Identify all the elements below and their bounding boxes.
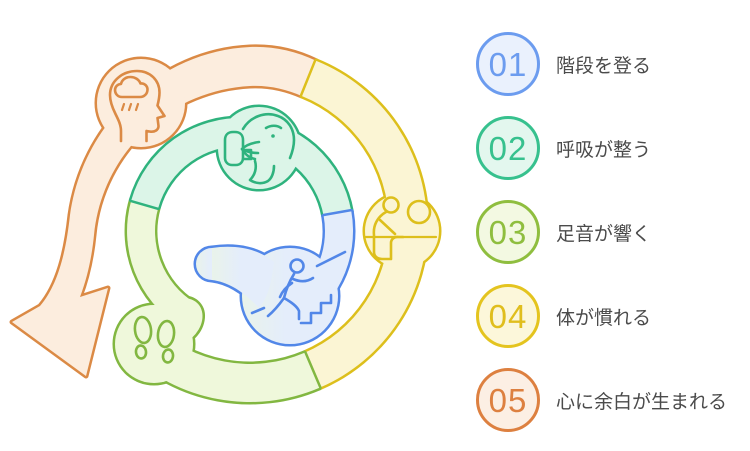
step-number-badge: 01 (476, 32, 540, 96)
stairs-climb-icon (250, 250, 347, 325)
step-number-badge: 02 (476, 116, 540, 180)
step-item-3: 03 足音が響く (476, 200, 727, 264)
step-label: 足音が響く (556, 223, 652, 245)
segment-orange-arrow (12, 47, 316, 376)
sitting-person-icon (364, 196, 438, 261)
step-number: 01 (488, 45, 528, 83)
cycle-diagram (0, 0, 460, 451)
segment-green (115, 200, 319, 402)
step-item-4: 04 体が慣れる (476, 284, 727, 348)
step-item-2: 02 呼吸が整う (476, 116, 727, 180)
breathing-face-icon (223, 112, 296, 185)
step-item-5: 05 心に余白が生まれる (476, 368, 727, 432)
step-number: 02 (488, 129, 528, 167)
step-label: 階段を登る (556, 55, 652, 77)
step-number: 04 (488, 297, 528, 335)
step-number: 05 (488, 381, 528, 419)
step-number: 03 (488, 213, 528, 251)
step-number-badge: 04 (476, 284, 540, 348)
step-number-badge: 03 (476, 200, 540, 264)
rain-cloud-head-icon (108, 69, 166, 143)
step-label: 体が慣れる (556, 307, 652, 329)
segment-blue (196, 211, 353, 344)
step-number-badge: 05 (476, 368, 540, 432)
segment-mint (131, 107, 351, 216)
step-item-1: 01 階段を登る (476, 32, 727, 96)
step-list: 01 階段を登る 02 呼吸が整う 03 足音が響く 04 体が慣れる 05 (476, 32, 727, 432)
footprints-icon (133, 315, 176, 364)
segment-yellow (302, 61, 439, 388)
step-label: 呼吸が整う (556, 139, 652, 161)
step-label: 心に余白が生まれる (556, 391, 728, 413)
